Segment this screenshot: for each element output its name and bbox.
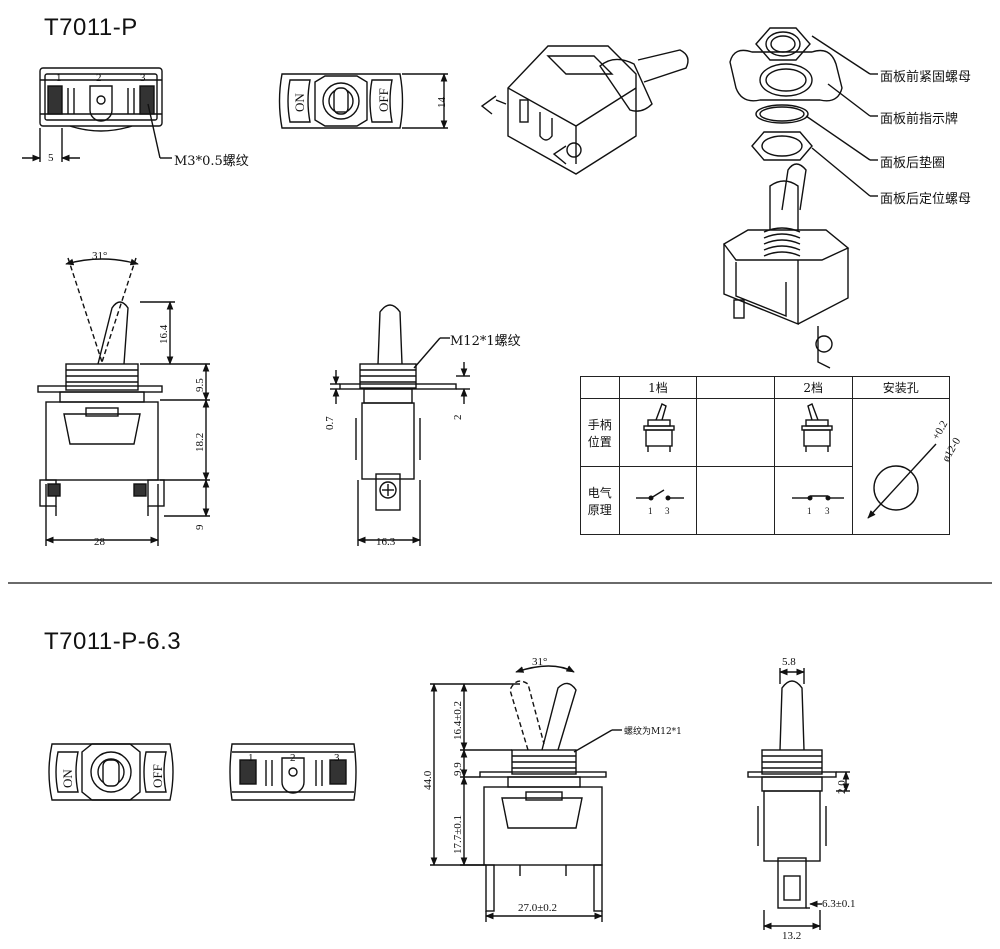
part-front-plate: 面板前指示牌 [880,112,959,127]
section1-title: T7011-P [44,14,138,41]
terminal-2: 2 [96,72,102,84]
s2-side-view [430,665,622,922]
dim-31: 31° [92,250,108,262]
header-empty [696,376,775,399]
s2-dim-44: 44.0 [422,770,434,790]
s2-terminal-2: 2 [290,752,296,764]
dim-9: 9 [194,524,206,531]
dim-18-2: 18.2 [194,432,206,452]
s2-dim-13-2: 13.2 [782,930,802,942]
cell-circuit-pos1 [618,466,698,535]
front-panel-view [278,73,448,129]
front-elevation [330,304,470,546]
on-label: ON [292,93,307,112]
s2-bottom-view [229,743,357,801]
section2-title: T7011-P-6.3 [44,628,182,655]
s2-dim-17-7: 17.7±0.1 [452,814,464,854]
cell-handle-pos2 [773,398,853,467]
off-label: OFF [376,88,391,112]
thread-m3-label: M3*0.5螺纹 [174,154,249,169]
s2-dim-6-3: 6.3±0.1 [822,898,856,910]
dim-16-3: 16.3 [376,536,396,548]
dim-0-7: 0.7 [324,416,336,430]
terminal-1: 1 [56,72,62,84]
bottom-view-switch [22,67,172,162]
s2-front-elevation [747,668,850,930]
cell-mount-hole [851,398,951,535]
s2-dim-16-4: 16.4±0.2 [452,700,464,740]
dim-28: 28 [94,536,105,548]
dim-14: 14 [436,97,448,108]
row-label-handle: 手柄 位置 [580,398,620,467]
circuit1-term-3: 3 [665,506,670,516]
s2-thread-note: 螺纹为M12*1 [624,727,682,737]
s2-dim-27: 27.0±0.2 [518,902,558,914]
circuit2-term-1: 1 [807,506,812,516]
dim-9-5: 9.5 [194,378,206,392]
s2-off-label: OFF [150,764,165,788]
dim-16-4: 16.4 [158,324,170,344]
circuit2-term-3: 3 [825,506,830,516]
circuit1-term-1: 1 [648,506,653,516]
s2-on-label: ON [60,769,75,788]
dim-5: 5 [48,152,54,164]
thread-m12-label: M12*1螺纹 [450,334,521,349]
terminal-3: 3 [140,72,146,84]
s2-terminal-3: 3 [334,752,340,764]
cell-empty-1 [696,398,775,467]
exploded-view [722,27,878,369]
s2-terminal-1: 1 [248,752,254,764]
part-rear-washer: 面板后垫圈 [880,156,946,171]
table-corner [580,376,620,399]
side-view-angle [37,257,210,546]
part-front-nut: 面板前紧固螺母 [880,70,972,85]
s2-front-panel [48,743,174,801]
part-rear-nut: 面板后定位螺母 [880,192,972,207]
position-table: 1档 2档 安装孔 手柄 位置 电气 原理 [580,376,951,535]
isometric-view [480,45,689,175]
header-mount-hole: 安装孔 [851,376,951,399]
s2-dim-31: 31° [532,656,548,668]
s2-dim-2-0: 2.0 [836,780,848,794]
header-position-1: 1档 [618,376,698,399]
cell-empty-2 [696,466,775,535]
s2-dim-9-9: 9.9 [452,762,464,776]
cell-circuit-pos2 [773,466,853,535]
cell-handle-pos1 [618,398,698,467]
s2-dim-5-8: 5.8 [782,656,796,668]
row-label-circuit: 电气 原理 [580,466,620,535]
dim-2: 2 [452,414,464,421]
header-position-2: 2档 [773,376,853,399]
